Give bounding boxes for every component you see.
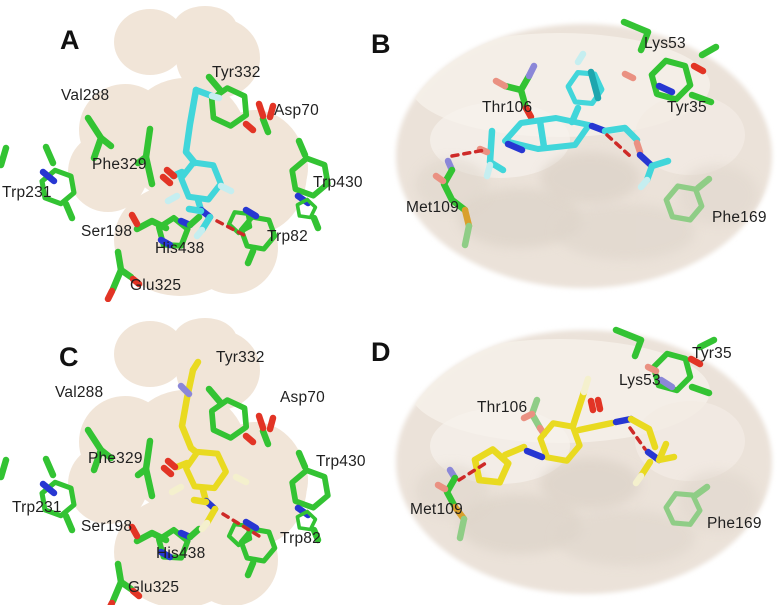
hbond-dash [450,148,487,158]
residue-label-phe329: Phe329 [88,450,143,467]
residue-label-val288: Val288 [55,384,104,401]
residue-label-trp231: Trp231 [2,184,52,201]
residue-label-glu325: Glu325 [130,277,182,294]
residue-label-his438: His438 [156,545,206,562]
residue-label-tyr332: Tyr332 [216,349,265,366]
ligand-yellow [474,375,678,486]
residue-sticks-phe169 [664,175,713,221]
residue-label-asp70: Asp70 [274,102,319,119]
residue-label-val288: Val288 [61,87,110,104]
residue-label-trp82: Trp82 [267,228,308,245]
panel-d-scene [396,326,772,594]
residue-sticks-met109 [432,157,473,249]
hbond-dash [628,426,647,451]
hbond-dash [605,133,632,158]
panel-c-scene [0,318,389,605]
residue-sticks-met109 [434,466,468,542]
residue-sticks-lys53-tyr35 [620,18,720,106]
panel-letter-a: A [60,25,80,55]
ligand-cyan [159,86,235,240]
residue-label-trp82: Trp82 [280,530,321,547]
residue-label-ser198: Ser198 [81,518,133,535]
residue-label-met109: Met109 [410,501,463,518]
panel-letter-c: C [59,342,79,372]
residue-label-phe169: Phe169 [712,209,767,226]
residue-label-lys53: Lys53 [644,35,686,52]
panel-letter-b: B [371,29,391,59]
residue-label-his438: His438 [155,240,205,257]
residue-label-trp430: Trp430 [313,174,363,191]
residue-label-tyr35: Tyr35 [667,99,707,116]
ligand-cyan [476,50,672,191]
residue-label-asp70: Asp70 [280,389,325,406]
residue-label-tyr332: Tyr332 [212,64,261,81]
protein-surface [396,24,772,288]
panel-b-scene [396,18,772,288]
hbond-dash [457,461,488,482]
residue-label-glu325: Glu325 [128,579,180,596]
ligand-yellow [160,358,250,533]
residue-label-trp231: Trp231 [12,499,62,516]
panel-letter-d: D [371,337,391,367]
residue-label-trp430: Trp430 [316,453,366,470]
residue-label-thr106: Thr106 [477,399,528,416]
residue-sticks-phe169 [665,483,711,525]
hbond-dash [215,219,248,238]
residue-label-phe169: Phe169 [707,515,762,532]
protein-surface [396,330,772,594]
residue-label-thr106: Thr106 [482,99,533,116]
residue-label-ser198: Ser198 [81,223,133,240]
panel-a-scene [0,6,389,302]
residue-label-lys53: Lys53 [619,372,661,389]
hbond-dash [221,512,261,538]
residue-sticks-thr106 [492,62,538,121]
residue-sticks-lys53-tyr35 [612,326,718,397]
residue-label-tyr35: Tyr35 [692,345,732,362]
residue-label-phe329: Phe329 [92,156,147,173]
residue-label-met109: Met109 [406,199,459,216]
